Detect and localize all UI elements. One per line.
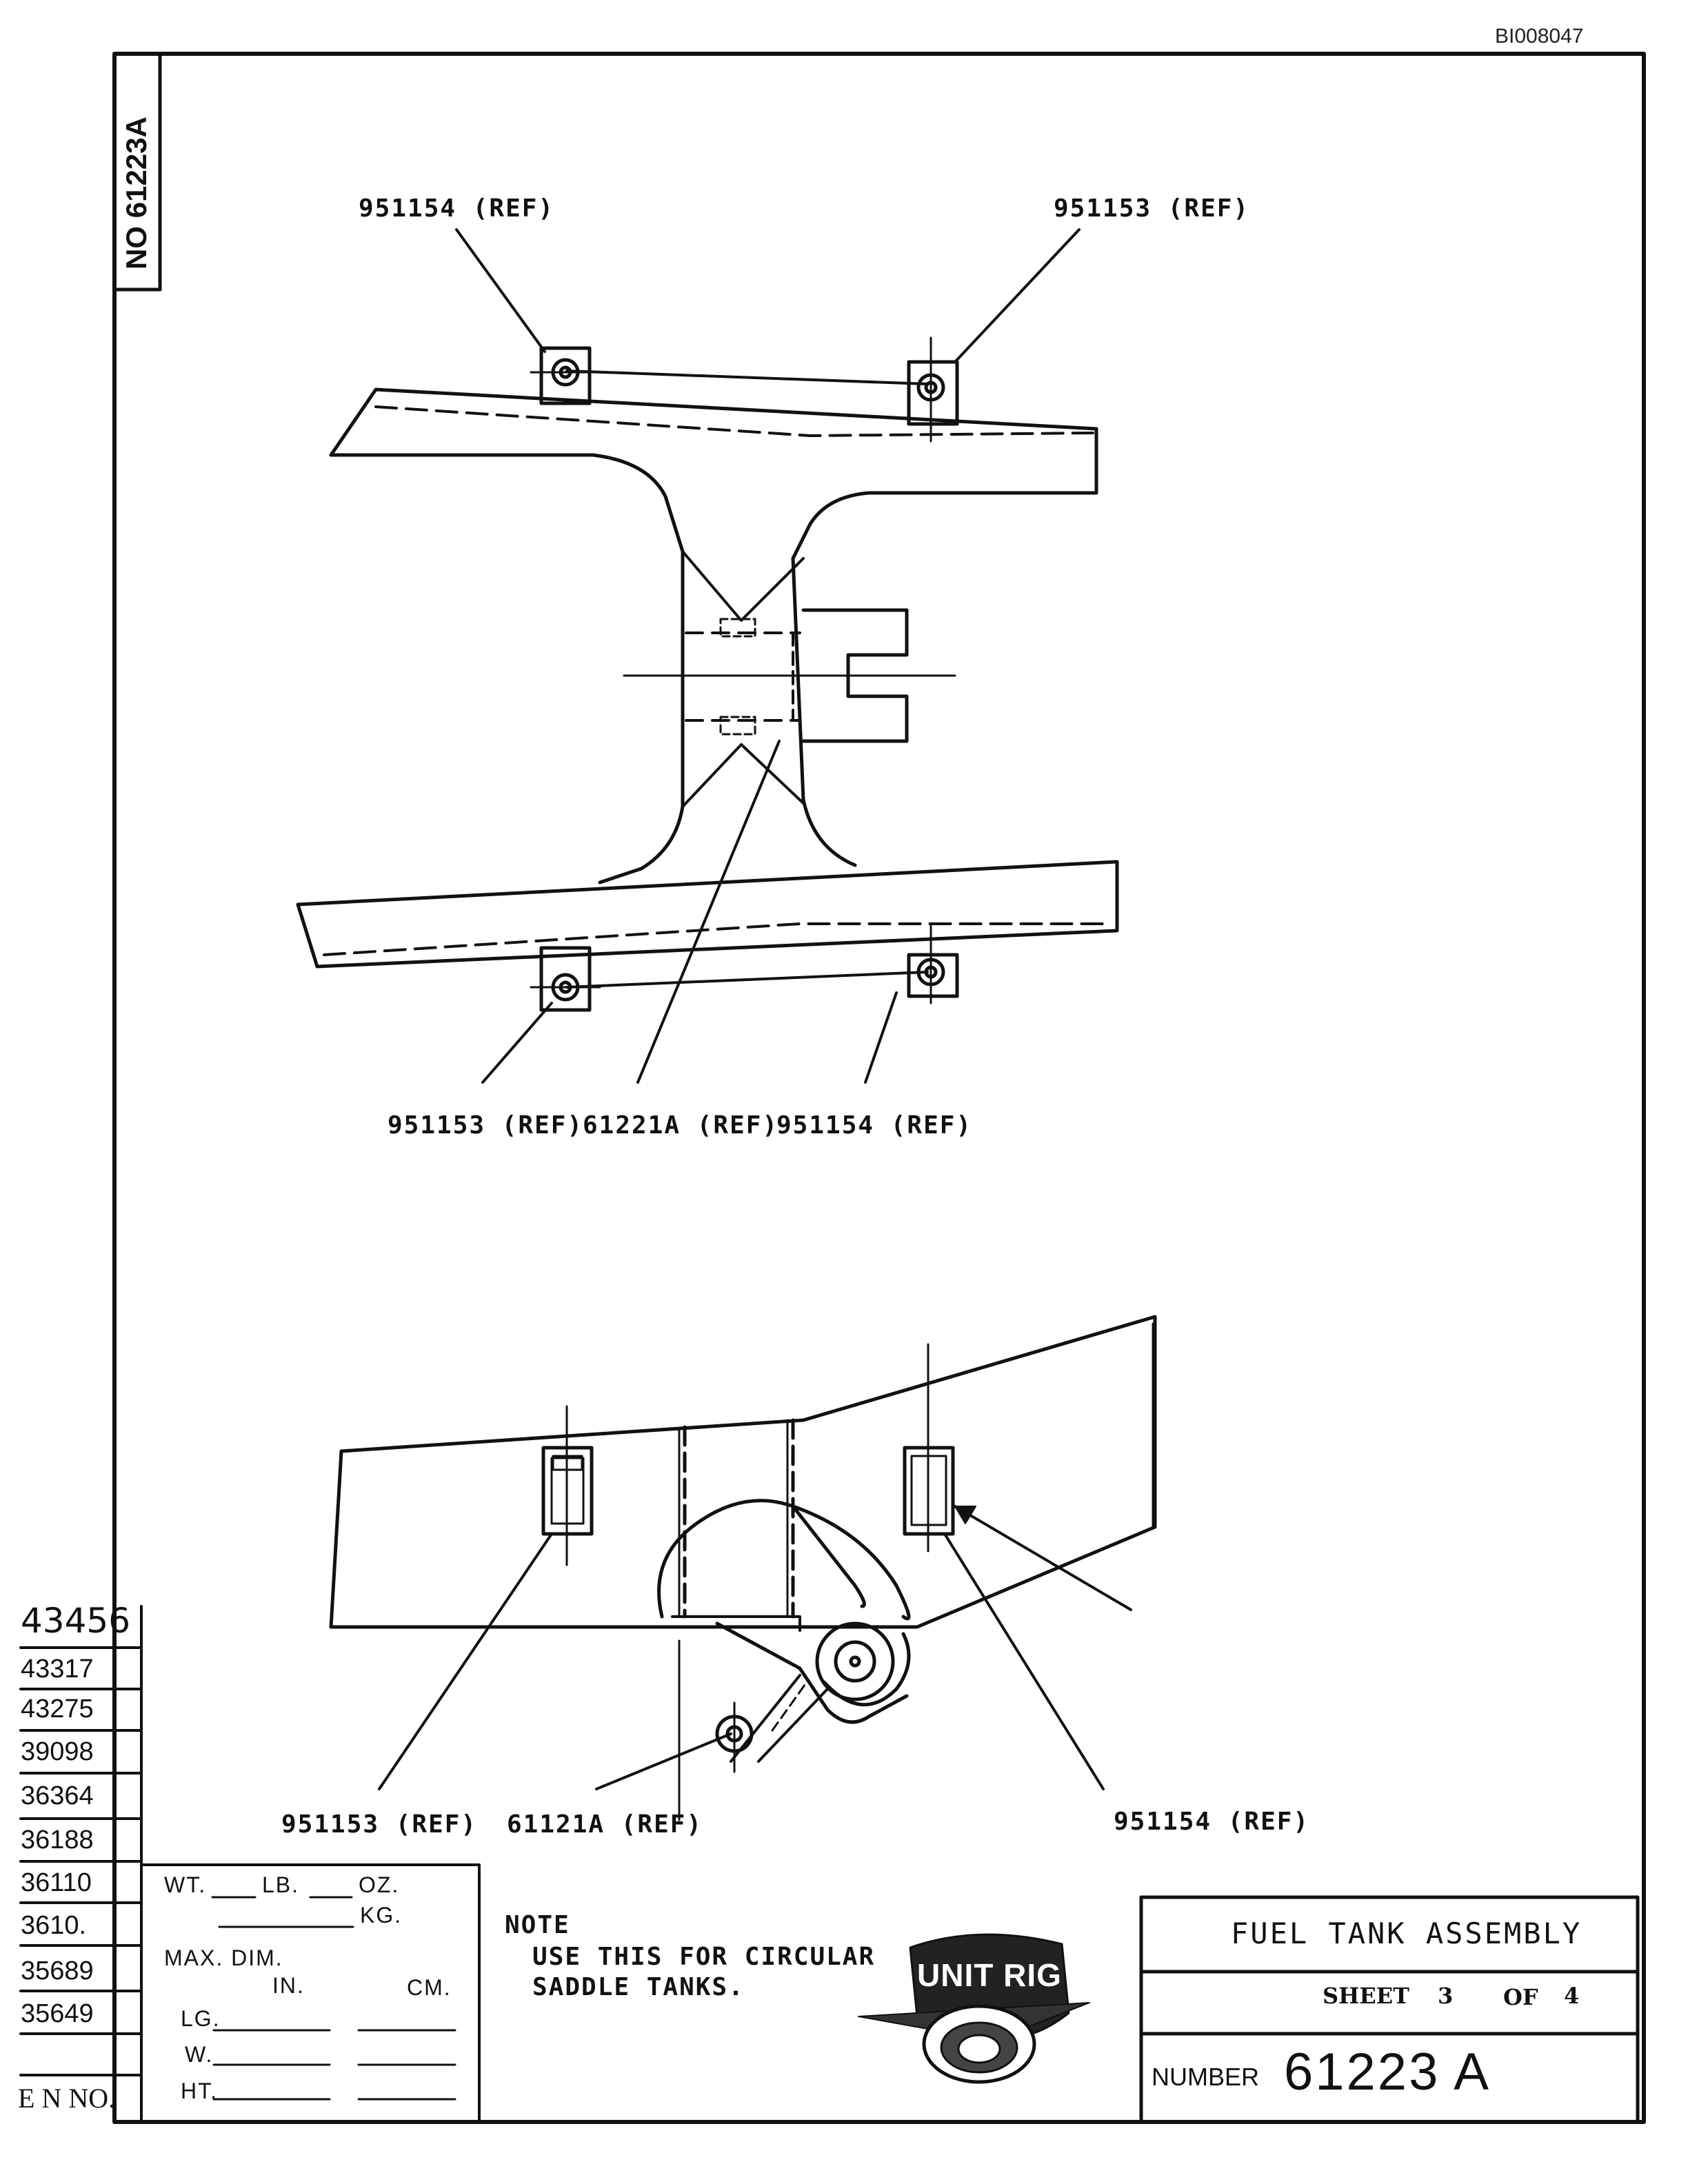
ecn-number: 3610. bbox=[21, 1911, 87, 1940]
in-label: IN. bbox=[272, 1973, 305, 1998]
drawing-number: 61223 A bbox=[1284, 2043, 1491, 2101]
sheet-label: SHEET bbox=[1323, 1983, 1409, 2009]
title-block-frame bbox=[1139, 1895, 1640, 2124]
strap-slot-left bbox=[541, 1405, 594, 1566]
sheet-number: 3 bbox=[1438, 1983, 1454, 2009]
bracket-top-left bbox=[530, 346, 601, 405]
ecn-label: E N NO. bbox=[18, 2083, 116, 2114]
of-label: OF bbox=[1503, 1984, 1538, 2010]
number-label: NUMBER bbox=[1152, 2063, 1260, 2091]
label-top-left-ref: 951154 (REF) bbox=[359, 194, 555, 223]
sheet-border bbox=[112, 52, 1646, 2124]
w-label: W. bbox=[185, 2042, 214, 2067]
cm-label: CM. bbox=[407, 1975, 452, 2000]
note-line-1: USE THIS FOR CIRCULAR bbox=[532, 1943, 876, 1971]
side-tab: NO 61223A bbox=[116, 103, 157, 283]
side-rail bbox=[329, 1315, 1157, 1629]
label-bottom-left-ref: 951153 (REF) bbox=[388, 1111, 584, 1140]
top-frame-view bbox=[296, 228, 1119, 1084]
kg-label: KG. bbox=[360, 1903, 403, 1928]
ht-label: HT. bbox=[181, 2079, 218, 2103]
drawing-title: FUEL TANK ASSEMBLY bbox=[1231, 1917, 1582, 1950]
ecn-number: 35689 bbox=[21, 1957, 94, 1985]
lower-rail bbox=[296, 860, 1119, 969]
bracket-bottom-left bbox=[530, 946, 601, 1012]
side-frame-view bbox=[329, 1315, 1157, 1821]
side-tab-text: NO 61223A bbox=[120, 117, 152, 270]
ecn-number: 43317 bbox=[21, 1655, 94, 1684]
lg-label: LG. bbox=[181, 2006, 221, 2031]
label-side-middle-ref: 61121A (REF) bbox=[507, 1810, 703, 1839]
ecn-number: 43275 bbox=[21, 1695, 94, 1723]
ecn-number: 43456 bbox=[21, 1601, 131, 1641]
document-id: BI008047 bbox=[1495, 25, 1584, 48]
ecn-number: 36364 bbox=[21, 1781, 94, 1810]
label-side-right-ref: 951154 (REF) bbox=[1114, 1808, 1310, 1836]
upper-rail bbox=[329, 387, 1098, 560]
oz-label: OZ. bbox=[359, 1872, 400, 1897]
logo-graphic bbox=[858, 1933, 1090, 2084]
pivot-large bbox=[815, 1621, 895, 1701]
note-line-2: SADDLE TANKS. bbox=[532, 1973, 745, 2001]
bracket-top-right bbox=[907, 336, 959, 443]
ecn-number: 35649 bbox=[21, 1999, 94, 2028]
label-top-right-ref: 951153 (REF) bbox=[1054, 194, 1250, 223]
strap-slot-right bbox=[903, 1343, 955, 1553]
weight-block-frame bbox=[140, 1863, 481, 2123]
ecn-number: 39098 bbox=[21, 1737, 94, 1766]
ecn-number: 36188 bbox=[21, 1826, 94, 1854]
wt-label: WT. bbox=[164, 1872, 207, 1897]
sheet-total: 4 bbox=[1564, 1983, 1580, 2009]
max-dim-label: MAX. DIM. bbox=[164, 1945, 283, 1970]
lb-label: LB. bbox=[262, 1872, 300, 1897]
ecn-number: 36110 bbox=[21, 1868, 92, 1897]
logo-text: UNIT RIG bbox=[917, 1957, 1062, 1993]
bracket-bottom-right bbox=[907, 922, 959, 1004]
note-heading: NOTE bbox=[505, 1911, 570, 1939]
label-side-left-ref: 951153 (REF) bbox=[281, 1810, 478, 1839]
label-bottom-middle-ref: 61221A (REF) bbox=[583, 1111, 779, 1140]
label-bottom-right-ref: 951154 (REF) bbox=[776, 1111, 973, 1140]
